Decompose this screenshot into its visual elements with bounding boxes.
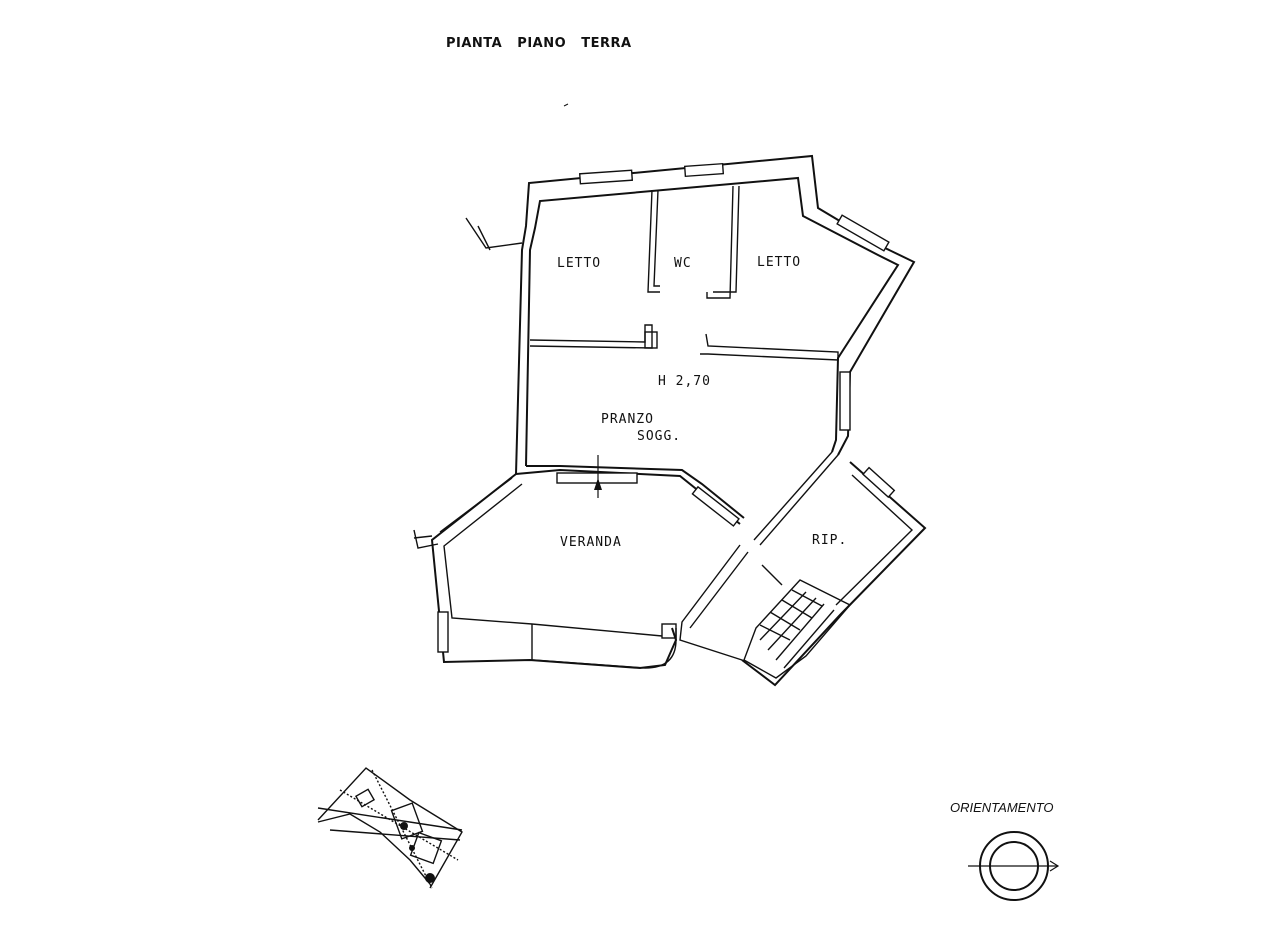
ceiling-height-label: H 2,70	[658, 374, 711, 389]
wall-stub-left-2	[477, 225, 491, 251]
partition-left	[529, 324, 653, 349]
room-label-letto-1: LETTO	[557, 256, 601, 271]
window-veranda-diag	[691, 485, 740, 527]
outer-wall-inner	[525, 176, 900, 467]
terrace-pillar	[661, 623, 677, 639]
living-bottom-inner	[526, 465, 745, 519]
window-ne	[836, 214, 890, 252]
orientation-block: ORIENTAMENTO	[950, 800, 1060, 901]
wc-wall-right	[706, 185, 734, 299]
rip-outer	[741, 461, 927, 687]
outer-wall-outer	[515, 154, 916, 475]
veranda-nw-strip	[439, 477, 513, 533]
veranda-inner	[443, 483, 663, 637]
partition-right	[700, 333, 839, 361]
living-east-lower-inner	[753, 451, 833, 541]
room-label-veranda: VERANDA	[560, 535, 622, 550]
window-east	[839, 371, 851, 431]
window-veranda-west	[437, 611, 449, 653]
room-label-rip: RIP.	[812, 533, 847, 548]
partition-pillar-left	[644, 331, 658, 349]
paper-speck	[563, 103, 569, 107]
staircase	[743, 564, 852, 679]
wall-stub-veranda-2	[413, 535, 433, 539]
veranda-east-wall	[679, 544, 743, 661]
wc-wall-left	[647, 189, 660, 293]
veranda-outer	[430, 473, 678, 670]
room-label-pranzo: PRANZO	[601, 412, 654, 427]
site-location-thumbnail	[317, 767, 463, 889]
living-east-lower	[759, 454, 839, 546]
rip-inner	[835, 474, 914, 606]
room-label-letto-2: LETTO	[757, 255, 801, 270]
floor-plan: LETTO WC LETTO H 2,70 PRANZO SOGG. VERAN…	[413, 154, 927, 687]
veranda-east-wall-inner	[689, 551, 749, 629]
wc-wall-left-inner	[653, 189, 660, 287]
wc-wall-right-inner	[713, 185, 740, 293]
window-top-1	[578, 169, 634, 185]
window-rip	[862, 466, 896, 499]
orientation-label: ORIENTAMENTO	[950, 800, 1054, 815]
wall-stub-veranda	[413, 529, 439, 549]
plan-title: PIANTA PIANO TERRA	[446, 36, 632, 51]
room-label-sogg: SOGG.	[637, 429, 681, 444]
compass-icon	[968, 831, 1060, 901]
terrace-rounded-end	[531, 624, 677, 669]
wall-stub-left	[465, 217, 523, 249]
window-top-2	[683, 162, 725, 178]
room-label-wc: WC	[674, 256, 692, 271]
